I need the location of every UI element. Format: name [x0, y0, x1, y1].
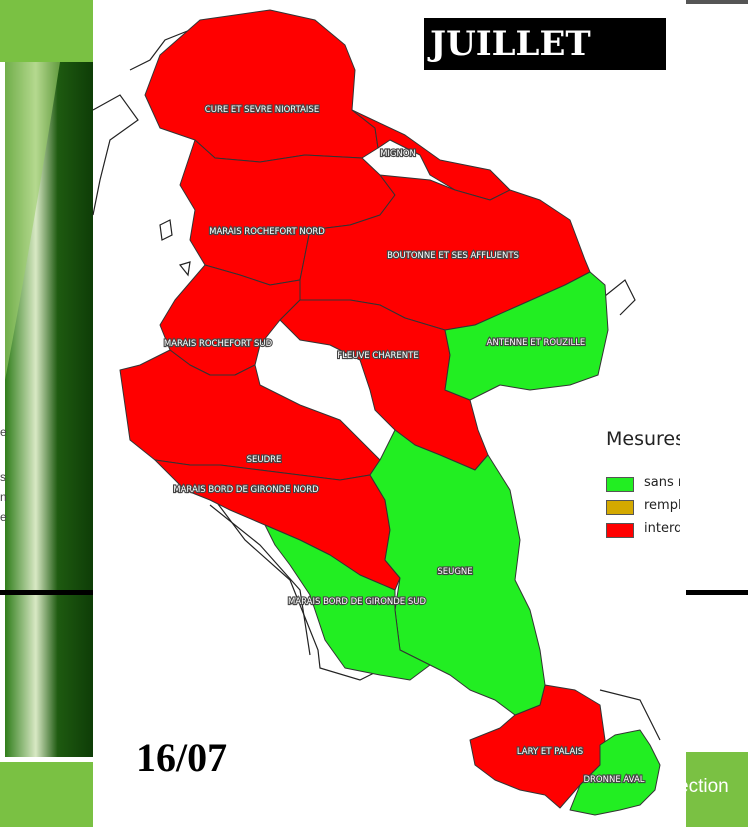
zone-mbgs	[264, 524, 431, 681]
left-partial-text-4: e	[0, 510, 7, 524]
zone-label-seudre: SEUDRE	[247, 455, 282, 465]
zone-antenne	[444, 271, 609, 401]
left-partial-text-3: n	[0, 490, 7, 504]
month-title: JUILLET	[424, 18, 666, 70]
legend-title: Mesures	[606, 428, 680, 450]
zone-curee	[144, 9, 379, 163]
zone-label-mbgs: MARAIS BORD DE GIRONDE SUD	[288, 597, 427, 607]
zone-mbgn	[154, 459, 401, 591]
zone-label-boutonne: BOUTONNE ET SES AFFLUENTS	[387, 251, 519, 261]
zone-label-antenne: ANTENNE ET ROUZILLE	[487, 338, 586, 348]
zone-label-seugne: SEUGNE	[437, 567, 472, 577]
zone-label-fleuve: FLEUVE CHARENTE	[337, 351, 418, 361]
zone-label-curee: CURE ET SEVRE NIORTAISE	[205, 105, 319, 115]
footer-text: ection	[686, 776, 729, 797]
legend-swatch-yellow	[606, 500, 634, 515]
zone-label-mrn: MARAIS ROCHEFORT NORD	[209, 227, 325, 237]
legend-swatch-red	[606, 523, 634, 538]
zone-dronne	[569, 729, 661, 816]
zone-label-lary: LARY ET PALAIS	[517, 747, 583, 757]
footer-bar: ection	[686, 752, 748, 827]
legend: Mesures sans r rempl interd	[600, 420, 680, 550]
left-partial-text-1: e	[0, 425, 7, 439]
date-label: 16/07	[136, 735, 228, 780]
zone-label-mignon: MIGNON	[380, 149, 416, 159]
legend-label: interd	[644, 521, 680, 536]
legend-label: sans r	[644, 475, 680, 490]
legend-label: rempl	[644, 498, 680, 513]
zone-label-mrs: MARAIS ROCHEFORT SUD	[164, 339, 273, 349]
zone-label-mbgn: MARAIS BORD DE GIRONDE NORD	[173, 485, 319, 495]
zone-seugne	[369, 429, 546, 716]
legend-swatch-green	[606, 477, 634, 492]
zone-label-dronne: DRONNE AVAL	[583, 775, 644, 785]
left-partial-text-2: s	[0, 470, 6, 484]
